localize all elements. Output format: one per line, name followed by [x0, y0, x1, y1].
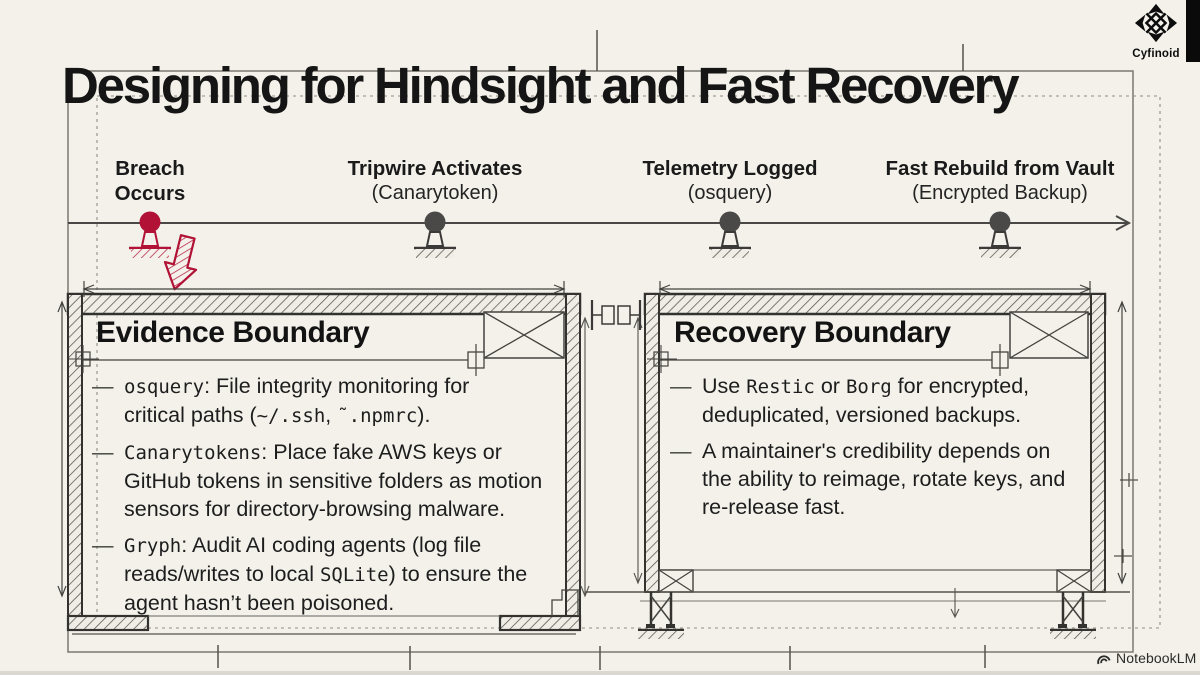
between-box-connectors	[580, 300, 643, 598]
breach-down-arrow-icon	[163, 234, 198, 291]
event-sublabel: (Encrypted Backup)	[912, 182, 1088, 204]
recovery-box-outline	[585, 281, 1130, 639]
bullet-line: re-release fast.	[702, 495, 846, 519]
trestle-support-left	[638, 592, 684, 639]
evidence-bullet-list: — osquery: File integrity monitoring for c…	[92, 372, 578, 625]
bullet-item: — Use Restic or Borg for encrypted, dedupl…	[670, 372, 1116, 429]
event-label: Telemetry Logged	[642, 157, 818, 180]
timeline-axis	[68, 215, 1132, 231]
bullet-dash: —	[92, 533, 114, 557]
recovery-bullet-list: — Use Restic or Borg for encrypted, dedupl…	[670, 372, 1116, 529]
evidence-box-outline	[57, 281, 582, 635]
event-label: Tripwire Activates	[347, 157, 523, 180]
bullet-item: — A maintainer's credibility depends on th…	[670, 437, 1116, 521]
bullet-line: reads/writes to local SQLite) to ensure …	[124, 562, 528, 586]
timeline-marker-tripwire	[414, 211, 456, 258]
app-attribution: NotebookLM	[1096, 650, 1196, 666]
bullet-dash: —	[670, 439, 692, 463]
corner-black-bar	[1186, 0, 1200, 62]
cyfinoid-star-icon	[1134, 3, 1178, 43]
timeline-event-breach: Breach Occurs	[10, 156, 290, 206]
bullet-dash: —	[92, 374, 114, 398]
bullet-item: — osquery: File integrity monitoring for c…	[92, 372, 578, 430]
app-name: NotebookLM	[1116, 650, 1197, 666]
timeline-marker-rebuild	[979, 211, 1021, 258]
event-label: Breach	[115, 157, 185, 180]
bullet-line: sensors for directory-browsing malware.	[124, 497, 506, 521]
bullet-line: Gryph: Audit AI coding agents (log file	[124, 533, 482, 557]
bullet-line: Use Restic or Borg for encrypted,	[702, 374, 1030, 398]
brand-name: Cyfinoid	[1132, 48, 1180, 60]
brand-watermark: Cyfinoid	[1126, 2, 1186, 60]
event-sublabel: (Canarytoken)	[371, 182, 499, 204]
trestle-support-right	[1050, 592, 1096, 639]
recovery-boundary-title: Recovery Boundary	[674, 316, 951, 349]
bullet-line: the ability to reimage, rotate keys, and	[702, 467, 1066, 491]
timeline-marker-telemetry	[709, 211, 751, 258]
notebooklm-icon	[1097, 654, 1111, 664]
bullet-line: osquery: File integrity monitoring for	[124, 374, 470, 398]
evidence-boundary-title: Evidence Boundary	[96, 316, 370, 349]
page-title: Designing for Hindsight and Fast Recover…	[62, 57, 1020, 114]
bullet-dash: —	[92, 440, 114, 464]
bullet-dash: —	[670, 374, 692, 398]
bullet-line: GitHub tokens in sensitive folders as mo…	[124, 469, 543, 493]
bullet-line: Canarytokens: Place fake AWS keys or	[124, 440, 502, 464]
timeline-event-telemetry: Telemetry Logged (osquery)	[590, 156, 870, 205]
timeline-event-tripwire: Tripwire Activates (Canarytoken)	[295, 156, 575, 205]
bullet-item: — Canarytokens: Place fake AWS keys or Git…	[92, 438, 578, 523]
timeline-event-rebuild: Fast Rebuild from Vault (Encrypted Backu…	[860, 156, 1140, 205]
bullet-line: A maintainer's credibility depends on	[702, 439, 1051, 463]
bottom-edge-strip	[0, 671, 1200, 675]
event-sublabel: Occurs	[114, 182, 186, 205]
event-label: Fast Rebuild from Vault	[885, 157, 1115, 180]
bullet-line: critical paths (~/.ssh, ˜.npmrc).	[124, 403, 431, 427]
event-sublabel: (osquery)	[687, 182, 773, 204]
timeline-marker-breach	[129, 211, 198, 291]
bullet-line: deduplicated, versioned backups.	[702, 403, 1022, 427]
bullet-line: agent hasn’t been poisoned.	[124, 591, 395, 615]
bullet-item: — Gryph: Audit AI coding agents (log file…	[92, 531, 578, 617]
